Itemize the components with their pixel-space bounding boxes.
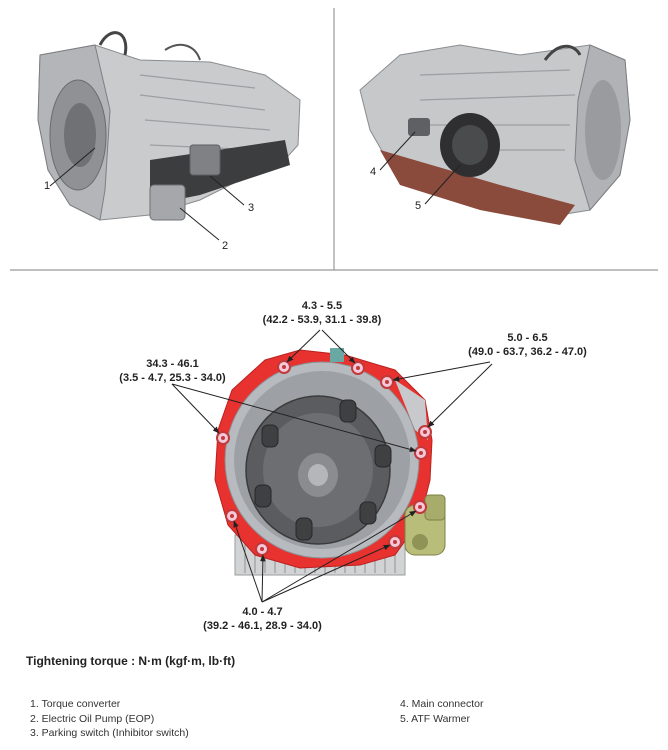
torque-spec-right-alt: (49.0 - 63.7, 36.2 - 47.0) bbox=[468, 346, 587, 358]
torque-spec-left: 34.3 - 46.1 (3.5 - 4.7, 25.3 - 34.0) bbox=[90, 357, 255, 385]
tightening-torque-title: Tightening torque : N·m (kgf·m, lb·ft) bbox=[26, 654, 236, 668]
torque-spec-top-alt: (42.2 - 53.9, 31.1 - 39.8) bbox=[262, 314, 382, 326]
callout-3: 3 bbox=[248, 202, 255, 214]
torque-spec-top-value: 4.3 - 5.5 bbox=[301, 300, 343, 312]
transmission-left-view bbox=[37, 31, 301, 241]
torque-spec-bottom-value: 4.0 - 4.7 bbox=[242, 606, 283, 618]
torque-spec-left-value: 34.3 - 46.1 bbox=[146, 358, 199, 370]
callout-4: 4 bbox=[370, 166, 377, 178]
bolts bbox=[216, 360, 432, 556]
torque-spec-bottom: 4.0 - 4.7 (39.2 - 46.1, 28.9 - 34.0) bbox=[180, 605, 345, 633]
legend-item-1: 1. Torque converter bbox=[30, 698, 121, 710]
legend-right: 4. Main connector 5. ATF Warmer bbox=[400, 697, 483, 726]
legend-left: 1. Torque converter 2. Electric Oil Pump… bbox=[30, 697, 189, 741]
callout-5: 5 bbox=[415, 200, 422, 212]
torque-spec-bottom-alt: (39.2 - 46.1, 28.9 - 34.0) bbox=[203, 620, 322, 632]
torque-spec-top: 4.3 - 5.5 (42.2 - 53.9, 31.1 - 39.8) bbox=[237, 299, 407, 327]
bell-housing-diagram bbox=[171, 329, 493, 603]
transmission-right-view bbox=[359, 44, 631, 225]
torque-spec-right-value: 5.0 - 6.5 bbox=[507, 332, 548, 344]
legend-item-2: 2. Electric Oil Pump (EOP) bbox=[30, 712, 155, 725]
callout-2: 2 bbox=[222, 240, 229, 252]
transmission-views bbox=[10, 8, 658, 271]
torque-spec-right: 5.0 - 6.5 (49.0 - 63.7, 36.2 - 47.0) bbox=[440, 331, 615, 359]
callout-1: 1 bbox=[44, 180, 51, 192]
torque-spec-left-alt: (3.5 - 4.7, 25.3 - 34.0) bbox=[119, 372, 226, 384]
legend-item-4: 4. Main connector bbox=[400, 698, 484, 710]
legend-item-3: 3. Parking switch (Inhibitor switch) bbox=[30, 727, 189, 739]
legend-item-5: 5. ATF Warmer bbox=[400, 712, 471, 725]
